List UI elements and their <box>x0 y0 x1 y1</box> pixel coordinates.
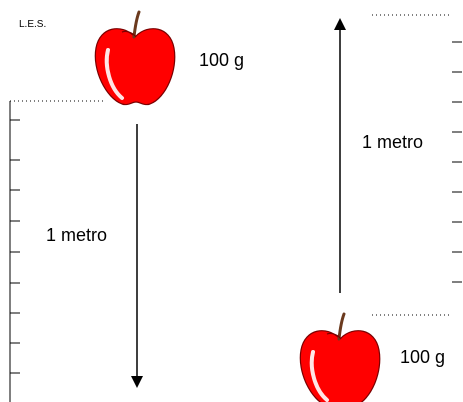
right-ruler-ticks <box>452 41 462 283</box>
left-ruler-ticks <box>10 119 20 374</box>
up-arrow-icon <box>334 18 346 293</box>
left-ruler <box>9 100 104 402</box>
mass-label-top: 100 g <box>199 50 245 70</box>
mass-label-bottom: 100 g <box>400 347 446 367</box>
apple-icon <box>299 312 381 402</box>
distance-label-left: 1 metro <box>46 225 108 245</box>
down-arrow-icon <box>131 124 143 388</box>
distance-label-right: 1 metro <box>362 132 424 152</box>
right-ruler <box>372 14 462 316</box>
logo-text: L.E.S. <box>19 19 47 30</box>
apple-icon <box>94 10 176 106</box>
